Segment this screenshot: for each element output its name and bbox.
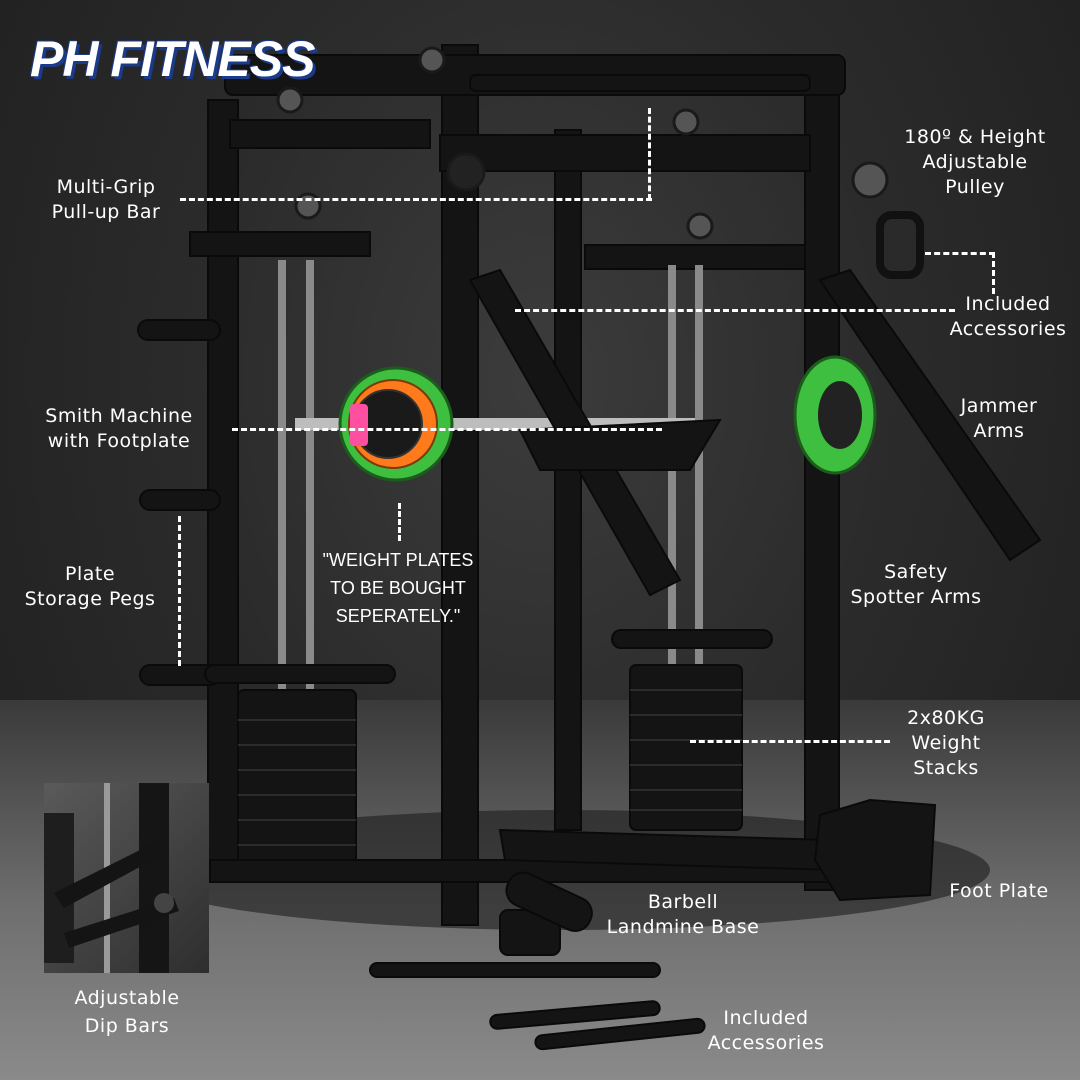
- dip-bars-detail-illustration: [44, 783, 179, 973]
- callout-spotter-line1: Safety: [884, 561, 948, 583]
- callout-accessories-top-line1: Included: [965, 293, 1051, 315]
- callout-weight-plates-note: "WEIGHT PLATES TO BE BOUGHT SEPERATELY.": [312, 546, 484, 630]
- callout-jammer-arms-line2: Arms: [973, 420, 1025, 442]
- callout-landmine-line2: Landmine Base: [606, 916, 760, 938]
- accessories-top-connector: [925, 252, 995, 255]
- callout-accessories-bottom-line2: Accessories: [707, 1032, 825, 1054]
- dip-bars-inset-photo: [44, 783, 209, 973]
- callout-accessories-top: Included Accessories: [938, 292, 1078, 342]
- callout-plate-pegs-line1: Plate: [64, 563, 116, 585]
- callout-accessories-top-line2: Accessories: [949, 318, 1067, 340]
- accessories-top-connector-long: [515, 309, 955, 312]
- callout-dip-bars: Adjustable Dip Bars: [52, 984, 202, 1040]
- callout-stacks-line2: Weight: [911, 732, 981, 754]
- callout-accessories-bottom: Included Accessories: [692, 1006, 840, 1056]
- callout-jammer-arms-line1: Jammer: [960, 395, 1038, 417]
- callout-weight-stacks: 2x80KG Weight Stacks: [888, 706, 1004, 781]
- weight-note-connector: [398, 503, 401, 541]
- callout-foot-plate-line1: Foot Plate: [949, 880, 1049, 902]
- callout-dip-bars-line1: Adjustable: [74, 987, 180, 1009]
- callout-foot-plate: Foot Plate: [940, 879, 1058, 904]
- callout-pulley-line3: Pulley: [945, 176, 1005, 198]
- callout-safety-spotter-arms: Safety Spotter Arms: [846, 560, 986, 610]
- callout-smith-machine: Smith Machine with Footplate: [24, 404, 214, 454]
- callout-pullup-bar-line2: Pull-up Bar: [51, 201, 161, 223]
- callout-smith-machine-line2: with Footplate: [47, 430, 191, 452]
- smith-machine-connector: [232, 428, 662, 431]
- callout-plate-storage-pegs: Plate Storage Pegs: [14, 562, 166, 612]
- callout-jammer-arms: Jammer Arms: [940, 394, 1058, 444]
- callout-dip-bars-line2: Dip Bars: [84, 1015, 170, 1037]
- weight-note-line1: "WEIGHT PLATES: [322, 550, 474, 570]
- callout-stacks-line3: Stacks: [913, 757, 979, 779]
- callout-landmine-line1: Barbell: [647, 891, 719, 913]
- callout-accessories-bottom-line1: Included: [723, 1007, 809, 1029]
- weight-note-line2: TO BE BOUGHT: [330, 578, 466, 598]
- weight-note-line3: SEPERATELY.": [335, 606, 461, 626]
- callout-smith-machine-line1: Smith Machine: [45, 405, 193, 427]
- callout-pulley-line1: 180º & Height: [904, 126, 1046, 148]
- callout-pullup-bar: Multi-Grip Pull-up Bar: [36, 175, 176, 225]
- callout-stacks-line1: 2x80KG: [907, 707, 985, 729]
- accessories-top-connector-vertical: [992, 252, 995, 294]
- pullup-bar-connector: [180, 198, 652, 201]
- plate-pegs-connector: [178, 516, 181, 666]
- callout-spotter-line2: Spotter Arms: [850, 586, 982, 608]
- callout-pulley: 180º & Height Adjustable Pulley: [890, 125, 1060, 200]
- callout-landmine-base: Barbell Landmine Base: [594, 890, 772, 940]
- callout-plate-pegs-line2: Storage Pegs: [24, 588, 156, 610]
- weight-stacks-connector: [690, 740, 890, 743]
- callout-pullup-bar-line1: Multi-Grip: [56, 176, 156, 198]
- pullup-bar-connector-vertical: [648, 108, 651, 200]
- callout-pulley-line2: Adjustable: [922, 151, 1028, 173]
- brand-logo-text: PH FITNESS: [30, 31, 315, 87]
